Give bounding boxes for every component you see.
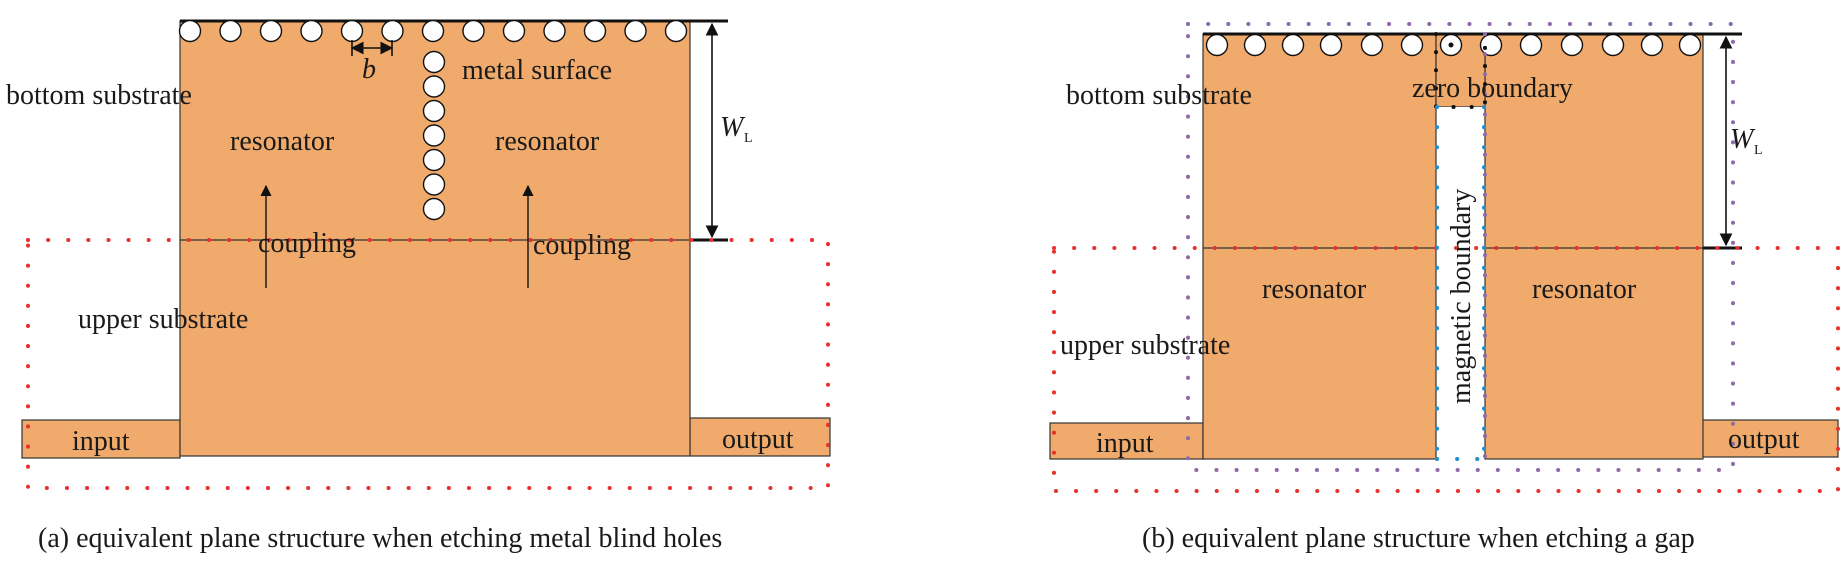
- via-hole: [259, 19, 283, 43]
- via-hole: [1243, 33, 1267, 57]
- via-hole: [624, 19, 647, 43]
- via-hole: [422, 99, 446, 123]
- via-hole: [1360, 33, 1384, 57]
- via-hole: [1560, 33, 1584, 57]
- via-hole: [664, 19, 688, 43]
- upper-substrate-label: upper substrate: [78, 304, 248, 335]
- panel-a: bottom substrate metal surface resonator…: [6, 19, 831, 554]
- input-label-b: input: [1096, 428, 1154, 459]
- zero-boundary-label: zero boundary: [1412, 73, 1573, 104]
- via-hole: [421, 19, 445, 43]
- via-hole: [422, 173, 446, 196]
- resonator-left-label: resonator: [230, 126, 335, 157]
- output-label-b: output: [1728, 424, 1800, 455]
- via-hole: [462, 19, 485, 43]
- output-feed-line-b: [1701, 419, 1839, 458]
- dim-wl-label-b: W: [1730, 124, 1756, 155]
- via-hole: [219, 19, 242, 43]
- bottom-substrate-label-b: bottom substrate: [1066, 80, 1252, 111]
- via-hole: [1640, 33, 1664, 57]
- via-hole: [1519, 33, 1543, 57]
- via-hole: [1205, 33, 1229, 57]
- input-label: input: [72, 426, 130, 457]
- gap-channel: [1437, 107, 1484, 459]
- upper-substrate-label-b: upper substrate: [1060, 330, 1230, 361]
- resonator-left-label-b: resonator: [1262, 274, 1367, 305]
- via-hole: [178, 19, 202, 43]
- via-hole: [422, 197, 446, 221]
- output-feed-line: [689, 417, 831, 457]
- resonator-right-label-b: resonator: [1532, 274, 1637, 305]
- caption-b: (b) equivalent plane structure when etch…: [1142, 523, 1695, 554]
- top-via-row-b: [1205, 33, 1702, 57]
- dim-wl-label: W: [720, 112, 746, 143]
- via-dot: [1448, 42, 1454, 48]
- via-hole: [422, 75, 446, 98]
- right-half-body: [1484, 33, 1704, 460]
- panel-b: bottom substrate zero boundary magnetic …: [1049, 22, 1840, 554]
- output-label: output: [722, 424, 794, 455]
- resonator-right-label: resonator: [495, 126, 600, 157]
- coupling-left-label: coupling: [258, 228, 356, 259]
- via-hole: [502, 19, 526, 43]
- via-hole: [1479, 33, 1503, 57]
- dim-b-label: b: [362, 54, 376, 85]
- via-hole: [543, 19, 566, 43]
- via-hole: [1400, 33, 1424, 57]
- input-feed-line-b: [1049, 422, 1204, 460]
- input-feed-line: [21, 419, 181, 459]
- via-hole: [583, 19, 607, 43]
- via-hole: [381, 19, 404, 43]
- via-hole: [300, 19, 323, 43]
- bottom-substrate-label: bottom substrate: [6, 80, 192, 111]
- via-hole: [1319, 33, 1343, 57]
- coupling-right-label: coupling: [533, 230, 631, 261]
- via-hole: [422, 50, 446, 74]
- via-hole: [422, 148, 446, 172]
- upper-substrate-boundary: [26, 238, 830, 490]
- top-via-row: [178, 19, 688, 43]
- middle-via-column: [422, 50, 446, 221]
- caption-a: (a) equivalent plane structure when etch…: [38, 523, 722, 554]
- metal-surface-label: metal surface: [462, 55, 612, 86]
- via-hole: [1281, 33, 1305, 57]
- via-hole: [1601, 33, 1625, 57]
- magnetic-boundary-label: magnetic boundary: [1446, 189, 1477, 404]
- dim-wl-subscript: L: [744, 131, 753, 146]
- left-half-body: [1202, 33, 1437, 460]
- upper-substrate-boundary-b: [1052, 246, 1840, 493]
- via-hole: [1678, 33, 1702, 57]
- dim-wl-subscript-b: L: [1754, 143, 1763, 158]
- zero-boundary-line: [1434, 32, 1487, 109]
- via-hole: [422, 124, 446, 147]
- via-hole: [340, 19, 364, 43]
